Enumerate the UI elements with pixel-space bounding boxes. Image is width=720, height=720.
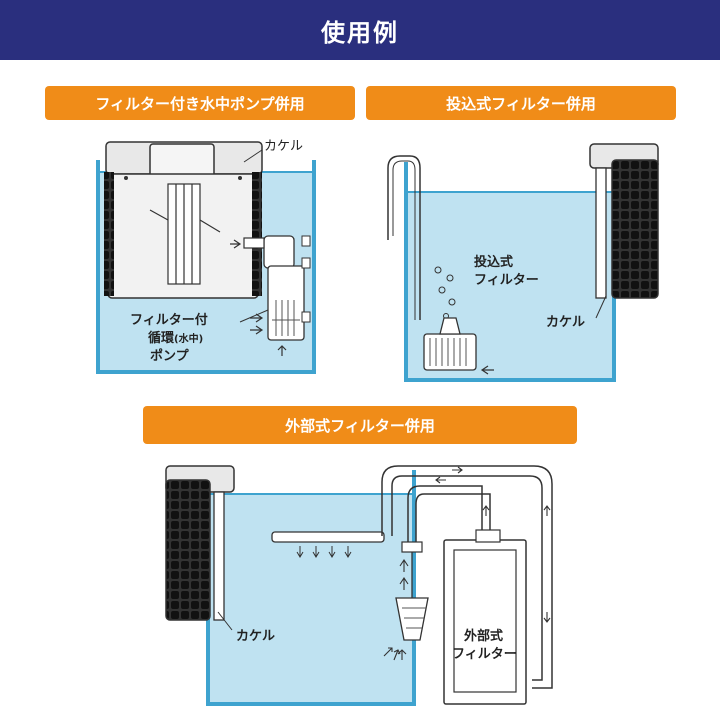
label-pump-line2-small: (水中)	[174, 332, 203, 345]
spray-bar	[271, 531, 385, 558]
label-cover-1: カケル	[264, 139, 303, 154]
filter-pump	[243, 235, 311, 341]
internal-filter	[423, 317, 477, 371]
label-pump-line3: ポンプ	[150, 348, 190, 364]
page-title-text: 使用例	[321, 18, 399, 47]
bubbles	[434, 266, 456, 319]
flow-arrows	[383, 466, 551, 661]
diagram-pump: カケル フィルター付 循環(水中) ポンプ	[96, 139, 316, 374]
section3-title-tag: 外部式フィルター併用	[143, 406, 577, 444]
filter-pipes	[381, 465, 553, 689]
section1-title: フィルター付き水中ポンプ併用	[95, 94, 305, 113]
kakeru-cover-2	[589, 143, 659, 299]
section1-title-tag: フィルター付き水中ポンプ併用	[45, 86, 355, 120]
diagram-internal: 投込式 フィルター カケル	[387, 143, 659, 382]
external-filter-canister	[443, 529, 527, 705]
section2-title-tag: 投込式フィルター併用	[366, 86, 676, 120]
diagram-external: 外部式 フィルター カケル	[165, 465, 553, 706]
kakeru-cover-3	[165, 465, 235, 621]
aquarium-tank-1	[96, 160, 316, 374]
air-tube	[387, 155, 421, 320]
label-internal-line1: 投込式	[474, 254, 513, 270]
page-title: 使用例	[0, 0, 720, 60]
label-external-line2: フィルター	[452, 647, 517, 662]
label-cover-2: カケル	[546, 315, 585, 330]
kakeru-cover-1	[104, 141, 263, 299]
label-internal-line2: フィルター	[474, 273, 539, 288]
intake-strainer	[395, 541, 429, 641]
aquarium-water-3	[208, 494, 414, 702]
label-external-line1: 外部式	[463, 628, 503, 644]
section3-title: 外部式フィルター併用	[285, 416, 435, 435]
label-pump-line1: フィルター付	[130, 312, 208, 328]
label-pump-line2-main: 循環	[148, 330, 175, 346]
label-pump-line2: 循環(水中)	[148, 330, 203, 346]
label-cover-3: カケル	[236, 629, 275, 644]
section2-title: 投込式フィルター併用	[446, 94, 596, 113]
